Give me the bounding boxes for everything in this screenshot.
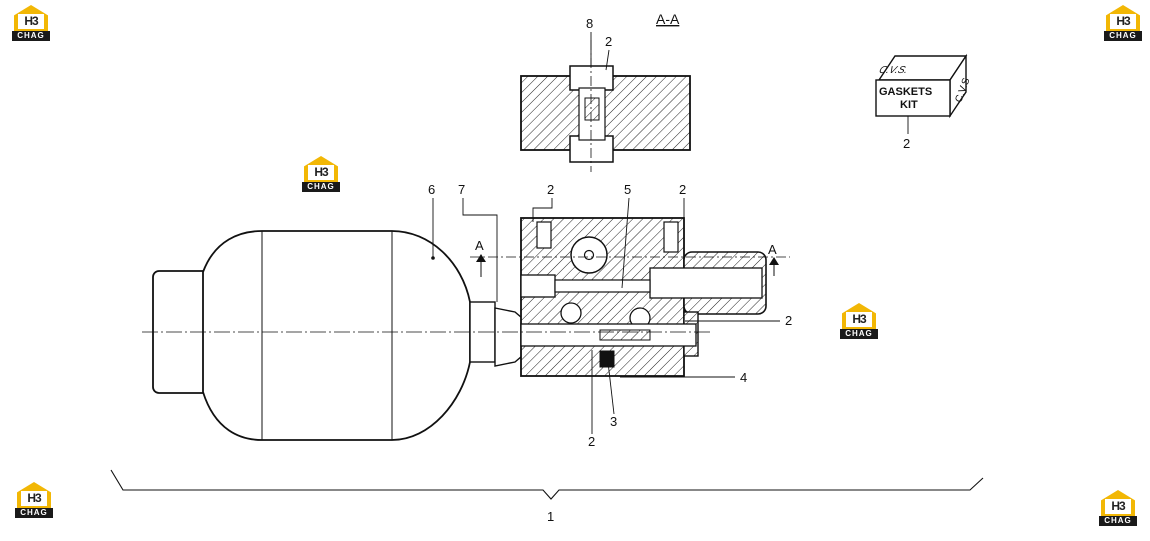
accumulator: 6 <box>152 182 523 441</box>
callouts-main: 7 2 5 2 2 4 3 2 <box>458 182 792 449</box>
section-title: A-A <box>656 11 680 27</box>
callout-5: 5 <box>624 182 631 197</box>
callout-7: 7 <box>458 182 465 197</box>
valve-block <box>520 217 767 377</box>
callout-4: 4 <box>740 370 747 385</box>
gaskets-kit: C.V.S. C.V.S GASKETS KIT 2 <box>875 53 973 151</box>
callout-8: 8 <box>586 16 593 31</box>
kit-brand-top: C.V.S. <box>877 65 909 76</box>
callout-1: 1 <box>547 509 554 524</box>
callout-2-kit: 2 <box>903 136 910 151</box>
callout-2-section: 2 <box>605 34 612 49</box>
callout-6: 6 <box>428 182 435 197</box>
section-view: A-A 8 2 <box>520 11 691 172</box>
callout-2-right: 2 <box>785 313 792 328</box>
callout-2-top-left: 2 <box>547 182 554 197</box>
callout-3: 3 <box>610 414 617 429</box>
cut-mark-right: A <box>768 242 777 257</box>
cut-mark-left: A <box>475 238 484 253</box>
kit-label-line1: GASKETS <box>879 86 932 98</box>
kit-label-line2: KIT <box>900 99 918 111</box>
section-port-top <box>569 65 614 91</box>
callout-2-top-right: 2 <box>679 182 686 197</box>
assembly-brace: 1 <box>110 469 984 524</box>
section-valve <box>584 97 600 121</box>
callout-2-bottom: 2 <box>588 434 595 449</box>
